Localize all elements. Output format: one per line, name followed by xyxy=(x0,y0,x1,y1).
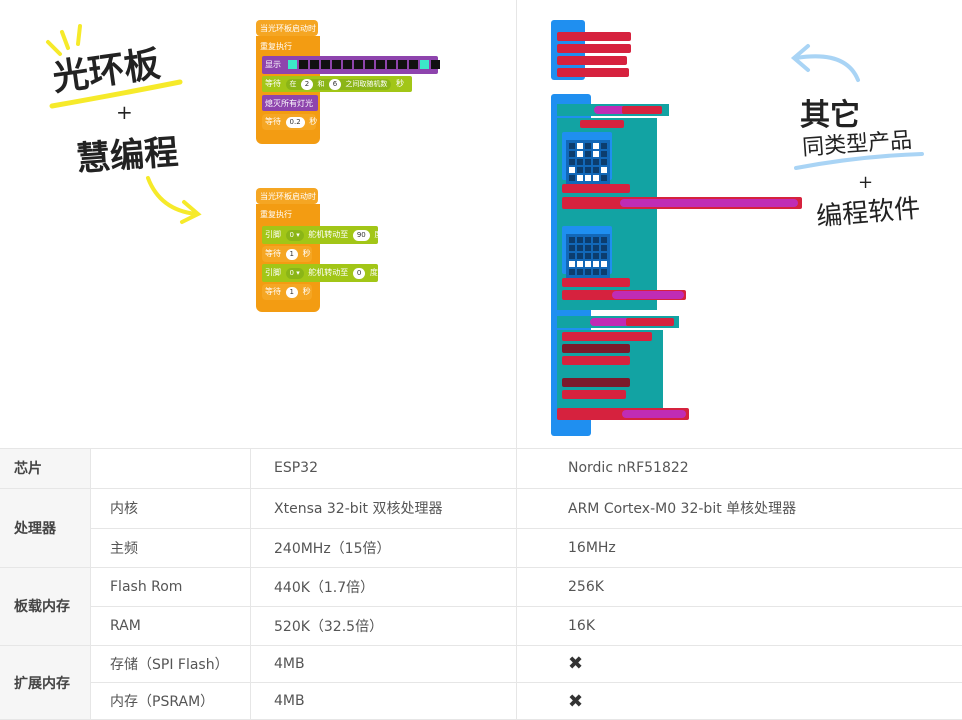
sub-cell: 内存（PSRAM） xyxy=(110,694,215,710)
block-show-leds: 显示 xyxy=(262,56,440,74)
other-value: 16K xyxy=(568,617,595,634)
halocode-value: 4MB xyxy=(274,693,305,709)
mb-pin-write-block xyxy=(562,378,630,387)
block-wait-random: 等待 在 2 和 6 之间取随机数 秒 xyxy=(262,76,412,92)
table-divider xyxy=(250,448,251,720)
mb-pin-write-block xyxy=(562,344,630,353)
category-group-processor: 处理器 xyxy=(0,488,962,567)
mb-math-expression xyxy=(620,199,798,207)
table-row: RAM 520K（32.5倍） 16K xyxy=(0,606,962,645)
block-wait-2: 等待 1 秒 xyxy=(262,284,312,300)
halocode-value: ESP32 xyxy=(274,460,318,476)
mb-set-var-block xyxy=(557,44,631,53)
halocode-value: Xtensa 32-bit 双核处理器 xyxy=(274,501,443,517)
block-servo-90: 引脚 0 ▾ 舵机转动至 90 度 xyxy=(262,226,382,244)
block-hat-start-2: 当光环板启动时 xyxy=(256,188,318,204)
mb-set-var-block xyxy=(562,390,626,399)
mb-running-time xyxy=(590,318,634,326)
mb-set-var-block xyxy=(562,278,630,287)
handwritten-right-footer: 编程软件 xyxy=(815,193,922,233)
block-wait: 等待 0.2 秒 xyxy=(262,114,317,130)
table-divider xyxy=(0,448,962,449)
halocode-value: 4MB xyxy=(274,655,305,672)
category-group-memory: 板载内存 xyxy=(0,567,962,645)
category-cell: 扩展内存 xyxy=(0,645,90,720)
mb-set-var-block xyxy=(557,68,629,77)
table-divider xyxy=(516,448,517,720)
halocode-value: 240MHz（15倍） xyxy=(274,540,391,557)
cross-icon: ✖ xyxy=(568,690,584,712)
other-value: 16MHz xyxy=(568,539,616,556)
sub-cell: Flash Rom xyxy=(110,578,183,595)
mb-var xyxy=(626,318,674,326)
sub-cell: RAM xyxy=(110,617,141,634)
mb-set-var-block xyxy=(562,184,630,193)
table-divider xyxy=(90,606,962,607)
block-wait-1: 等待 1 秒 xyxy=(262,246,312,262)
underline-decoration-icon xyxy=(794,152,924,170)
other-value: 256K xyxy=(568,578,604,595)
handwritten-left-plus: + xyxy=(116,100,133,124)
other-value: ✖ xyxy=(516,645,962,682)
mb-running-time xyxy=(594,106,638,114)
column-divider xyxy=(516,0,517,448)
arrow-left-icon xyxy=(790,44,860,82)
halocode-value: 520K（32.5倍） xyxy=(274,618,384,635)
mb-var xyxy=(622,106,662,114)
table-divider xyxy=(0,567,962,568)
table-divider xyxy=(0,488,962,489)
sub-cell: 主频 xyxy=(110,540,138,557)
cross-icon: ✖ xyxy=(568,653,584,674)
mb-led-grid xyxy=(566,234,610,278)
table-row: Flash Rom 440K（1.7倍） 256K xyxy=(0,567,962,606)
mb-var xyxy=(580,120,624,128)
block-servo-0: 引脚 0 ▾ 舵机转动至 0 度 xyxy=(262,264,378,282)
table-row: 芯片 ESP32 Nordic nRF51822 xyxy=(0,448,962,488)
comparison-illustration: 光环板 + 慧编程 当光环板启动时 重复执行 显示 等待 在 2 和 6 之间取… xyxy=(46,0,924,448)
sub-cell: 内核 xyxy=(110,501,138,517)
mb-set-var-block xyxy=(557,32,631,41)
table-row: 存储（SPI Flash） 4MB ✖ xyxy=(0,645,962,682)
table-row: 主频 240MHz（15倍） 16MHz xyxy=(0,528,962,567)
mb-set-var-block xyxy=(562,356,630,365)
mb-led-grid xyxy=(566,140,610,184)
table-row: 内核 Xtensa 32-bit 双核处理器 ARM Cortex-M0 32-… xyxy=(0,488,962,528)
mb-math-expression xyxy=(622,410,686,418)
sub-cell xyxy=(90,448,250,488)
mb-if-body xyxy=(557,330,663,414)
block-hat-start: 当光环板启动时 xyxy=(256,20,318,36)
other-value: Nordic nRF51822 xyxy=(568,460,689,476)
mb-set-var-block xyxy=(562,332,652,341)
table-divider xyxy=(90,528,962,529)
highlight-sparkle-icon xyxy=(46,24,183,109)
halocode-value: 440K（1.7倍） xyxy=(274,579,375,596)
other-value: ✖ xyxy=(516,682,962,720)
arrow-right-icon xyxy=(146,176,202,224)
handwritten-right-plus: + xyxy=(858,172,874,193)
table-divider xyxy=(90,682,962,683)
table-divider xyxy=(0,645,962,646)
category-cell: 板载内存 xyxy=(0,567,90,645)
block-lights-off: 熄灭所有灯光 xyxy=(262,95,318,111)
sub-cell: 存储（SPI Flash） xyxy=(110,656,229,673)
table-row: 内存（PSRAM） 4MB ✖ xyxy=(0,682,962,720)
category-group-extended: 扩展内存 xyxy=(0,645,962,720)
handwritten-right-title: 其它 xyxy=(800,98,860,133)
table-divider xyxy=(90,448,91,720)
category-cell: 芯片 xyxy=(0,448,90,488)
category-cell: 处理器 xyxy=(0,488,90,567)
mb-set-var-block xyxy=(557,56,627,65)
other-value: ARM Cortex-M0 32-bit 单核处理器 xyxy=(568,501,797,517)
mb-math-expression xyxy=(612,291,684,299)
